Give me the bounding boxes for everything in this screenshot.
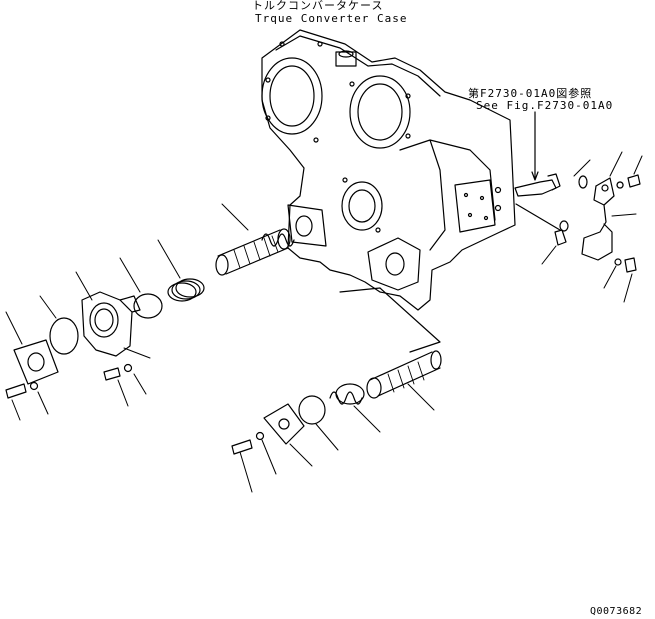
case-top-flange: [276, 36, 440, 96]
lever-bracket: [582, 178, 614, 260]
washer-valve-body: [125, 365, 132, 372]
strainer-element-upper-mesh: [234, 236, 278, 268]
o-ring-upper-small: [134, 294, 162, 318]
case-bolt-holes: [266, 42, 501, 232]
case-left-flange: [288, 205, 326, 246]
cover-plate-upper: [14, 340, 58, 384]
reference-arrowhead: [532, 172, 538, 180]
small-o-ring-right: [579, 176, 587, 188]
lever-bracket-pin: [602, 185, 608, 191]
upper-strainer-assembly: [6, 229, 294, 398]
leader-valve-body: [76, 272, 92, 300]
leader-o-ring-lower: [316, 424, 338, 450]
o-ring-upper-large-2: [172, 281, 200, 299]
leader-washer-lower-right: [604, 266, 616, 288]
valve-body-bore-inner: [95, 309, 113, 331]
figure-reference-japanese: 第F2730-01A0図参照: [468, 87, 593, 100]
lever-bracket-top: [594, 186, 604, 205]
strainer-element-upper: [218, 230, 288, 274]
spring-upper: [262, 234, 294, 246]
leader-gasket: [40, 296, 56, 318]
case-middle-bore: [342, 182, 382, 230]
strainer-element-lower-cap: [431, 351, 441, 369]
bolt-cover-upper: [6, 384, 26, 398]
valve-body-side: [120, 296, 140, 312]
case-top-boss-cap: [339, 51, 353, 57]
leader-washer-cover: [38, 392, 48, 414]
leader-bolt-top-right: [634, 156, 642, 174]
case-bottom-port-hole: [386, 253, 404, 275]
small-bolt-top-right: [628, 175, 640, 187]
cover-plate-lower: [264, 404, 304, 444]
small-bolt-lower-right: [625, 258, 636, 272]
small-washer-lower-right: [615, 259, 621, 265]
strainer-element-lower-end: [367, 378, 381, 398]
strainer-element-lower-mesh: [388, 362, 424, 392]
pivot-washer: [560, 221, 568, 231]
case-right-face: [455, 180, 495, 232]
o-ring-upper-large: [176, 279, 204, 297]
leader-cover-lower: [290, 444, 312, 466]
o-ring-lower: [299, 396, 325, 424]
leader-cover-plate: [6, 312, 22, 344]
bolt-cover-lower: [232, 440, 252, 454]
leader-lever: [612, 214, 636, 216]
washer-cover-upper: [31, 383, 38, 390]
leader-strainer-lower: [408, 384, 434, 410]
leader-small-o-ring: [574, 160, 590, 176]
callout-leaders: [6, 152, 642, 492]
case-upper-bore-right-inner: [358, 84, 402, 140]
leader-valve-bracket: [124, 348, 150, 358]
case-middle-bore-inner: [349, 190, 375, 222]
bolt-valve-body: [104, 368, 120, 380]
case-side-rib: [400, 140, 495, 250]
leader-pivot-pin: [542, 246, 556, 264]
case-upper-bore-left-inner: [270, 66, 314, 126]
drawing-code: Q0073682: [590, 606, 643, 617]
strainer-element-upper-end: [216, 255, 228, 275]
case-bottom-port: [368, 238, 420, 290]
figure-reference-english: See Fig.F2730-01A0: [476, 99, 614, 112]
small-washer-top-right: [617, 182, 623, 188]
case-title-english: Trque Converter Case: [255, 12, 408, 25]
o-ring-upper-large-3: [168, 283, 196, 301]
leader-bracket-top: [610, 152, 622, 176]
valve-body: [82, 292, 132, 356]
assembly-bracket-line: [340, 288, 440, 352]
case-upper-bore-left: [262, 58, 322, 134]
leader-washer-valve: [134, 374, 146, 394]
gasket-upper: [50, 318, 78, 354]
pivot-pin: [555, 230, 566, 245]
spring-lower-ring: [336, 384, 364, 404]
linkage-guide-line: [516, 204, 560, 230]
cover-plate-upper-hole: [28, 353, 44, 371]
threaded-fitting-nut: [548, 174, 560, 190]
threaded-fitting: [515, 180, 556, 196]
leader-strainer-upper: [222, 204, 248, 230]
leader-spring-upper: [158, 240, 180, 278]
case-top-boss: [336, 52, 356, 66]
torque-converter-case: [262, 30, 515, 310]
leader-spring-lower: [354, 406, 380, 432]
linkage-group: [515, 112, 640, 272]
washer-cover-lower: [257, 433, 264, 440]
valve-body-bore: [90, 303, 118, 337]
leader-bolt-valve: [118, 380, 128, 406]
strainer-element-lower: [370, 352, 440, 396]
leader-o-ring-large: [120, 258, 140, 292]
case-outline: [262, 30, 515, 310]
cover-plate-lower-hole: [279, 419, 289, 429]
case-left-flange-port: [296, 216, 312, 236]
case-title-japanese: トルクコンバータケース: [252, 0, 384, 12]
leader-bolt-lower: [240, 452, 252, 492]
leader-washer-lower: [262, 440, 276, 474]
lower-strainer-assembly: [232, 288, 441, 454]
leader-bolt-cover: [12, 400, 20, 420]
case-upper-bore-right: [350, 76, 410, 148]
leader-bolt-lower-right: [624, 274, 632, 302]
